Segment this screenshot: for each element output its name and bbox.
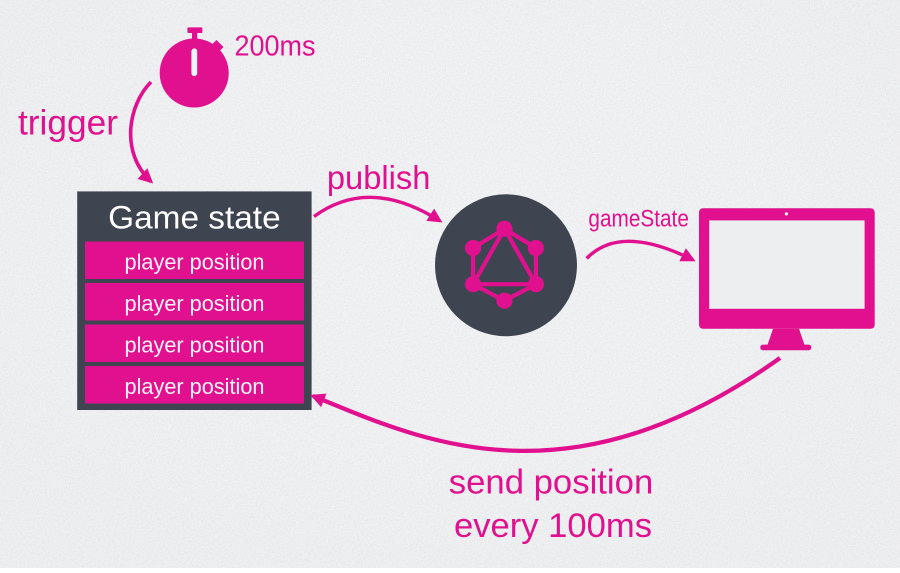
svg-text:every 100ms: every 100ms xyxy=(454,507,652,545)
svg-text:200ms: 200ms xyxy=(235,31,316,63)
svg-text:player position: player position xyxy=(125,291,265,316)
svg-text:publish: publish xyxy=(327,159,431,196)
svg-text:Game state: Game state xyxy=(108,200,281,236)
svg-text:send position: send position xyxy=(449,463,654,501)
svg-text:player position: player position xyxy=(125,374,265,399)
svg-text:gameState: gameState xyxy=(588,205,689,232)
svg-text:player position: player position xyxy=(125,250,265,275)
svg-text:trigger: trigger xyxy=(18,103,118,142)
svg-text:player position: player position xyxy=(125,333,265,358)
